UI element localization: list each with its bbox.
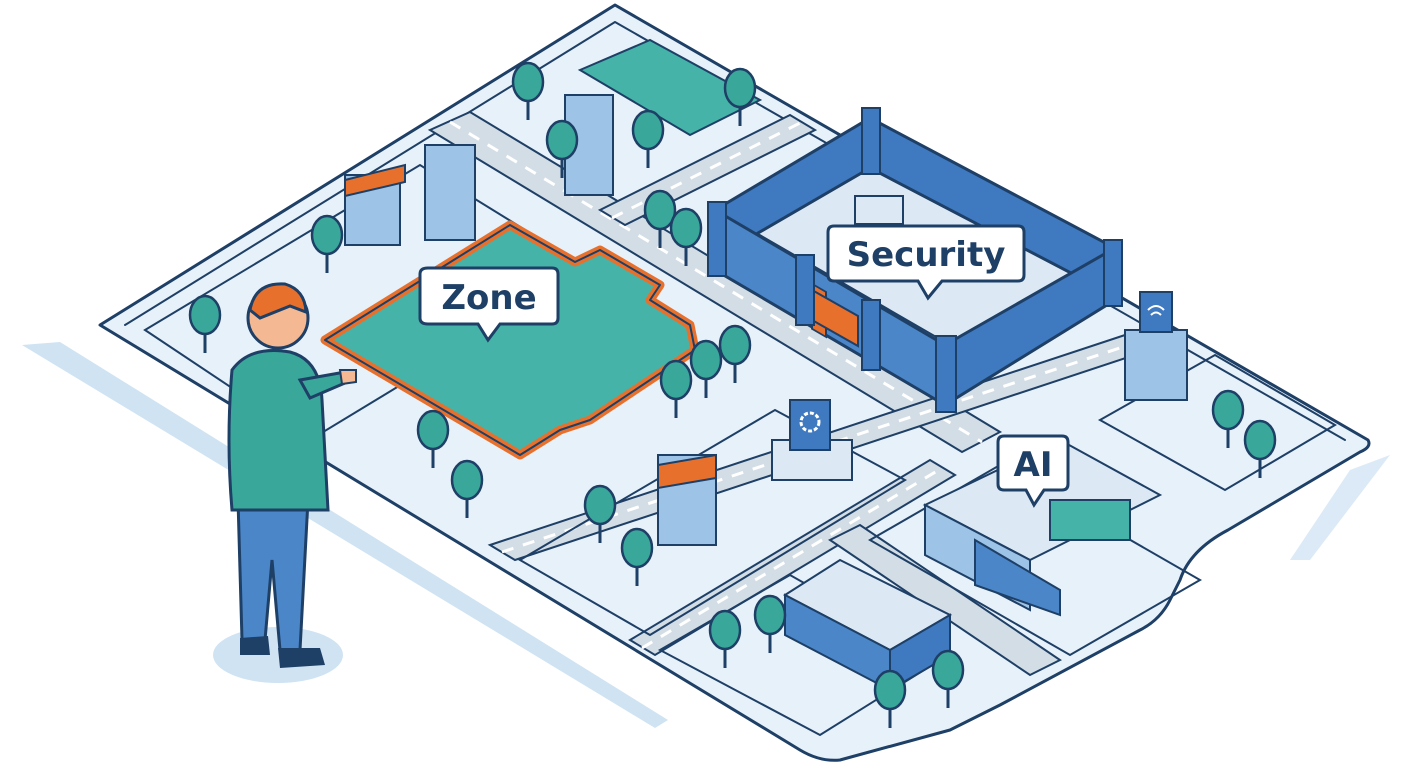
- lower-building: [783, 558, 953, 692]
- shadow-strip-right: [1290, 455, 1390, 560]
- callout-security-label: Security: [847, 235, 1006, 275]
- tree-icon: [873, 669, 907, 711]
- tree-icon: [689, 339, 723, 381]
- tree-icon: [708, 609, 742, 651]
- tree-icon: [450, 459, 484, 501]
- person-hand: [338, 369, 357, 386]
- callout-ai-bubble: [996, 434, 1070, 508]
- tree-icon: [511, 61, 545, 103]
- tree-icon: [416, 409, 450, 451]
- person-icon: [213, 282, 357, 683]
- upper-buildings: [344, 38, 763, 246]
- security-pillar: [935, 335, 957, 413]
- tall-building: [424, 144, 476, 241]
- security-pillar: [861, 107, 881, 175]
- callout-security: Security: [826, 224, 1026, 301]
- security-guard-box: [854, 195, 904, 225]
- kiosks: [657, 291, 1188, 546]
- callout-security-bubble: [826, 224, 1026, 301]
- tree-icon: [583, 484, 617, 526]
- zone-area-inner-outline: [324, 224, 696, 456]
- callout-zone: Zone: [418, 266, 560, 343]
- tree-icon: [1243, 419, 1277, 461]
- ai-building-wing: [974, 538, 1061, 617]
- tree-icon: [718, 324, 752, 366]
- tree-icon: [620, 527, 654, 569]
- road-upper-dashes: [611, 120, 803, 220]
- wifi-icon: [1147, 305, 1165, 316]
- wifi-kiosk: [1124, 329, 1188, 401]
- security-pillar: [861, 299, 881, 371]
- person-shoe-right: [278, 648, 325, 668]
- tree-icon: [669, 207, 703, 249]
- trees: [188, 61, 1277, 728]
- security-pillar: [1103, 239, 1123, 307]
- person-hair: [248, 282, 308, 320]
- shop-left-awning: [344, 163, 406, 198]
- tree-icon: [188, 294, 222, 336]
- gear-kiosk-screen: [789, 399, 831, 451]
- gear-icon: [799, 411, 821, 433]
- person-torso: [227, 348, 330, 512]
- security-pillar: [707, 201, 727, 277]
- callout-ai: AI: [996, 434, 1070, 508]
- tree-icon: [545, 119, 579, 161]
- road-lower-diagonal: [828, 523, 1062, 677]
- tree-icon: [659, 359, 693, 401]
- security-pillar: [795, 254, 815, 326]
- shadow-strip-left: [22, 342, 668, 728]
- person-shoe-left: [240, 636, 270, 655]
- shop-center-awning: [657, 453, 717, 490]
- tree-icon: [723, 67, 757, 109]
- ai-building-core: [1049, 499, 1131, 541]
- tree-icon: [1211, 389, 1245, 431]
- road-lower-dashes: [641, 466, 943, 650]
- tree-icon: [643, 189, 677, 231]
- tree-icon: [753, 594, 787, 636]
- callout-zone-bubble: [418, 266, 560, 343]
- tree-icon: [631, 109, 665, 151]
- ai-building: [922, 438, 1163, 617]
- callout-ai-label: AI: [1014, 445, 1053, 485]
- tree-icon: [931, 649, 965, 691]
- tree-icon: [310, 214, 344, 256]
- callout-zone-label: Zone: [441, 278, 536, 318]
